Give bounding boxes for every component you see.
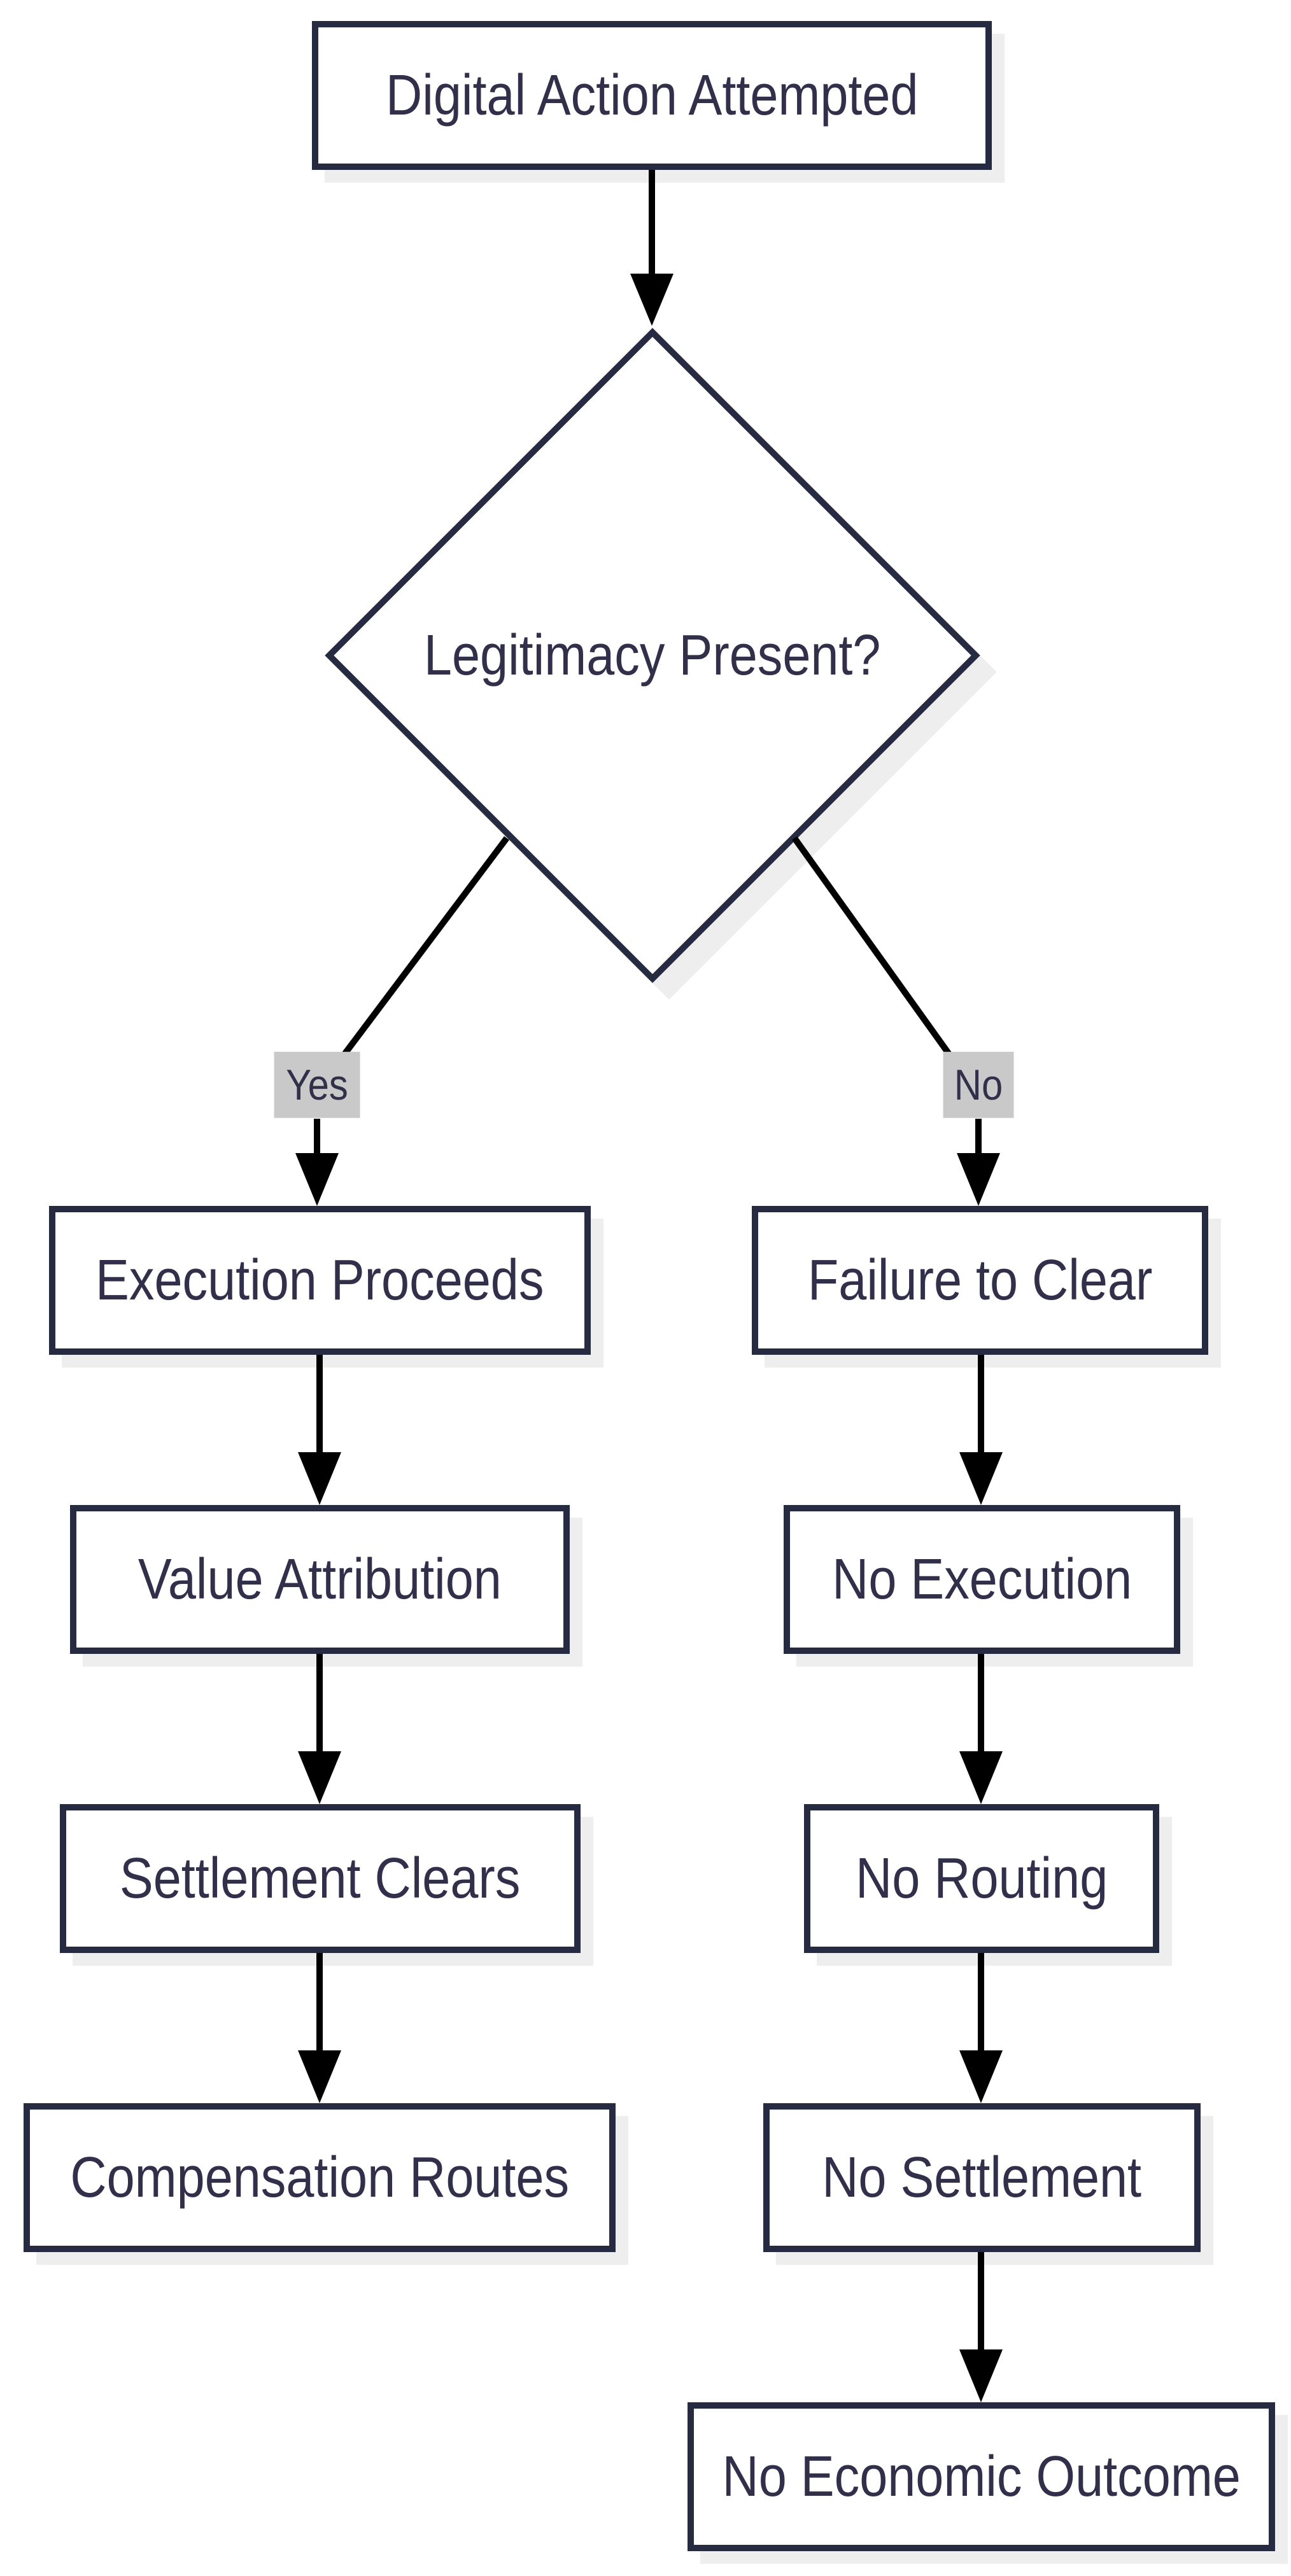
node-no-settlement-label: No Settlement: [822, 2145, 1142, 2209]
node-settlement-clears-label: Settlement Clears: [120, 1846, 521, 1910]
node-execution-proceeds-label: Execution Proceeds: [95, 1248, 544, 1312]
node-value-attribution: Value Attribution: [70, 1505, 570, 1654]
arrowhead-no-failure-icon: [957, 1153, 1000, 1206]
node-settlement-clears: Settlement Clears: [60, 1804, 581, 1953]
node-compensation-routes-label: Compensation Routes: [70, 2145, 569, 2209]
node-decision-label: Legitimacy Present?: [424, 623, 881, 687]
node-execution-proceeds: Execution Proceeds: [49, 1206, 591, 1355]
node-value-attribution-label: Value Attribution: [138, 1547, 502, 1611]
node-no-routing: No Routing: [804, 1804, 1159, 1953]
node-failure-to-clear: Failure to Clear: [752, 1206, 1208, 1355]
node-start: Digital Action Attempted: [312, 21, 992, 170]
node-start-label: Digital Action Attempted: [385, 63, 919, 127]
arrowhead-failure-noexecution-icon: [959, 1452, 1003, 1505]
edge-label-no: No: [943, 1051, 1014, 1119]
node-decision-text: Legitimacy Present?: [421, 424, 884, 887]
node-failure-to-clear-label: Failure to Clear: [807, 1248, 1153, 1312]
node-no-routing-label: No Routing: [855, 1846, 1108, 1910]
node-no-execution-label: No Execution: [831, 1547, 1132, 1611]
edge-label-yes: Yes: [274, 1051, 360, 1119]
node-decision: Legitimacy Present?: [325, 328, 980, 983]
arrowhead-noexecution-norouting-icon: [959, 1751, 1003, 1804]
edge-label-yes-text: Yes: [286, 1060, 348, 1109]
edge-label-no-text: No: [954, 1060, 1003, 1109]
arrowhead-norouting-nosettlement-icon: [959, 2050, 1003, 2103]
arrowhead-value-settlement-icon: [298, 1751, 341, 1804]
node-no-execution: No Execution: [784, 1505, 1180, 1654]
node-no-economic-outcome-label: No Economic Outcome: [722, 2444, 1241, 2509]
arrowhead-start-decision-icon: [630, 274, 674, 326]
arrowhead-yes-execution-icon: [295, 1153, 339, 1206]
arrowhead-nosettlement-noeconomic-icon: [959, 2349, 1003, 2402]
node-compensation-routes: Compensation Routes: [24, 2103, 616, 2252]
arrowhead-settlement-compensation-icon: [298, 2050, 341, 2103]
node-no-settlement: No Settlement: [763, 2103, 1201, 2252]
arrowhead-execution-value-icon: [298, 1452, 341, 1505]
node-no-economic-outcome: No Economic Outcome: [688, 2402, 1275, 2551]
